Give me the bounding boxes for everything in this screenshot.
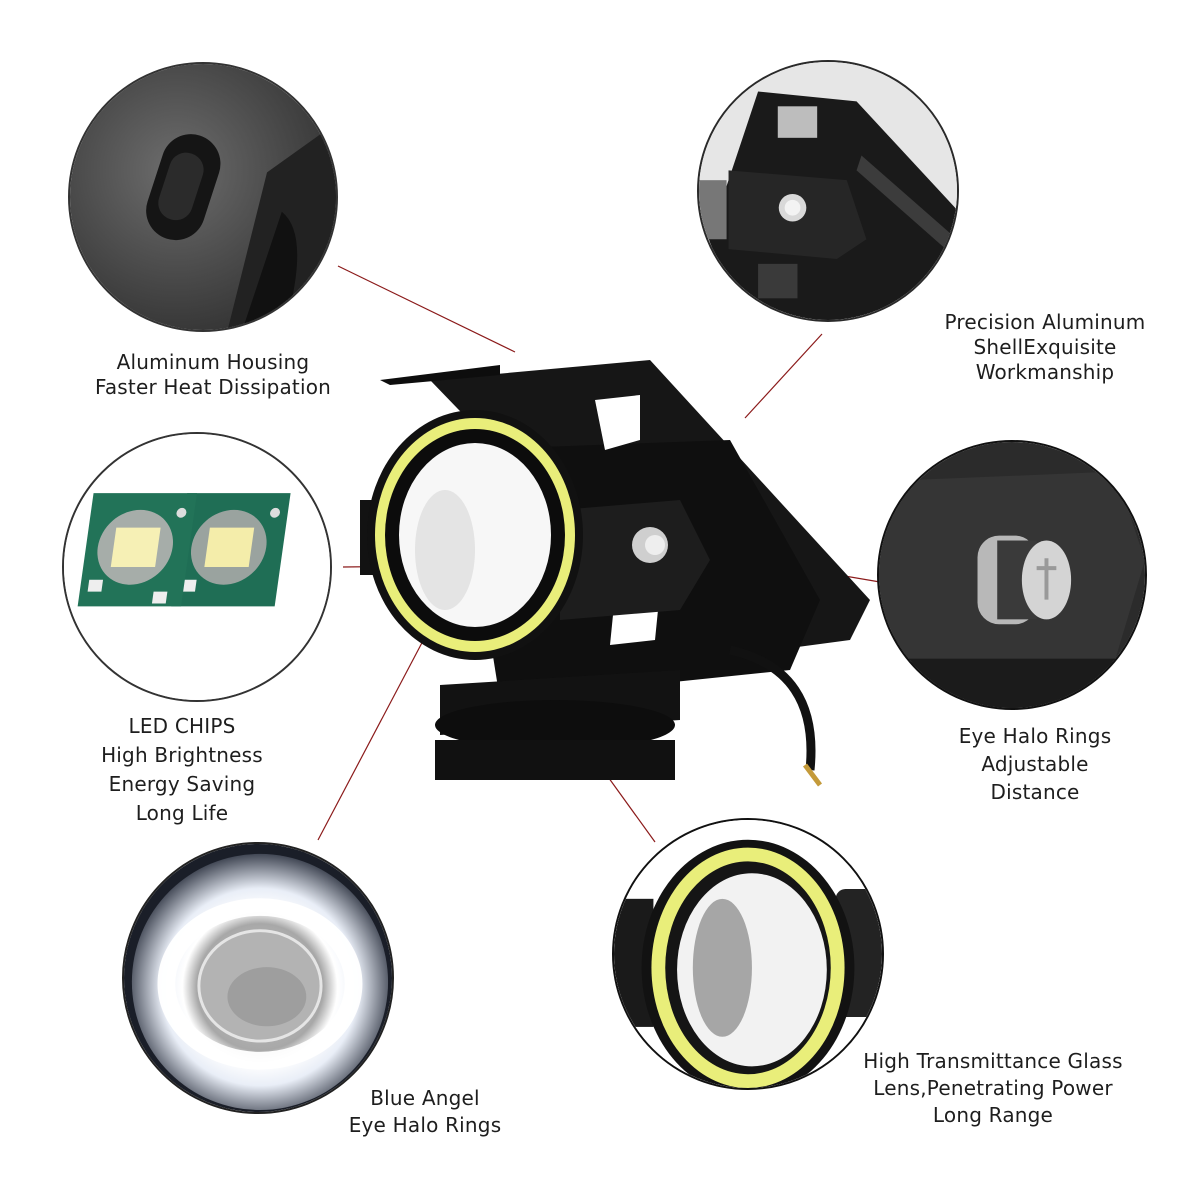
feature-line: ShellExquisite [973,335,1117,359]
feature-line: Adjustable [981,752,1089,776]
led-chips-image [64,434,330,700]
feature-label-glass-lens: High Transmittance Glass Lens,Penetratin… [848,1048,1138,1129]
spotlight-product [350,340,870,800]
illuminated-halo-image [124,844,392,1112]
feature-line: LED CHIPS [128,714,236,738]
callout-line-shell [744,333,823,419]
feature-line: Faster Heat Dissipation [94,375,332,399]
feature-line: Eye Halo Rings [958,724,1112,748]
feature-line: Precision Aluminum [944,310,1146,334]
detail-circle-shell [697,60,959,322]
feature-line: Energy Saving [108,772,256,796]
feature-line: Distance [990,780,1080,804]
feature-label-precision-shell: Precision Aluminum ShellExquisite Workma… [920,310,1170,385]
detail-circle-housing-slot [68,62,338,332]
feature-line: Aluminum Housing [116,350,310,374]
screw-closeup-image [879,442,1145,708]
shell-closeup-image [699,62,957,320]
detail-circle-blue-angel [122,842,394,1114]
feature-line: High Transmittance Glass [863,1049,1123,1073]
feature-line: Workmanship [975,360,1115,384]
callout-line-housing [337,265,516,353]
feature-label-blue-angel: Blue Angel Eye Halo Rings [330,1085,520,1139]
detail-circle-adjust-screw [877,440,1147,710]
feature-label-led-chips: LED CHIPS High Brightness Energy Saving … [82,712,282,828]
feature-line: Long Life [135,801,229,825]
callout-line-blue-angel [317,636,426,841]
feature-label-aluminum-housing: Aluminum Housing Faster Heat Dissipation [68,350,358,400]
lens-closeup-image [614,820,882,1088]
feature-line: Blue Angel [370,1086,480,1110]
feature-line: Eye Halo Rings [348,1113,502,1137]
detail-circle-led-chips [62,432,332,702]
bracket-slot-image [70,64,336,330]
feature-label-adjustable-distance: Eye Halo Rings Adjustable Distance [930,722,1140,806]
feature-line: Long Range [932,1103,1054,1127]
spotlight-image [360,360,870,787]
detail-circle-glass-lens [612,818,884,1090]
feature-line: Lens,Penetrating Power [873,1076,1113,1100]
feature-line: High Brightness [101,743,263,767]
